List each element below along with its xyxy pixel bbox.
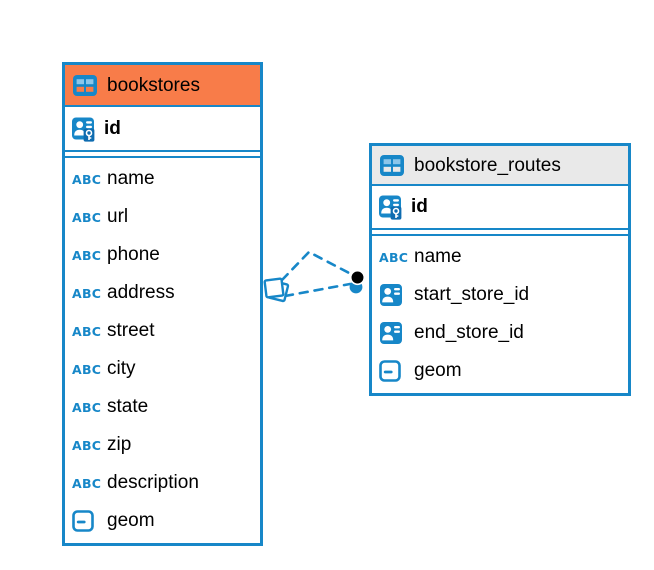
relationship-target-marker[interactable]: [349, 269, 366, 294]
reference-type-icon: [380, 284, 402, 306]
relationship-line-start-store[interactable]: [280, 250, 353, 282]
varchar-type-icon: ABC: [72, 323, 102, 339]
column-row-url[interactable]: ABC url: [65, 198, 260, 236]
column-label: city: [107, 358, 136, 379]
column-label: description: [107, 472, 199, 493]
column-row-state[interactable]: ABC state: [65, 388, 260, 426]
column-row-end-store-id[interactable]: end_store_id: [372, 314, 628, 352]
primary-key-icon: [379, 195, 402, 220]
column-row-description[interactable]: ABC description: [65, 464, 260, 502]
varchar-type-icon: ABC: [72, 171, 102, 187]
varchar-type-icon: ABC: [72, 475, 102, 491]
table-name: bookstore_routes: [414, 154, 561, 176]
column-row-geom[interactable]: geom: [372, 352, 628, 390]
table-icon: [73, 74, 97, 96]
varchar-type-icon: ABC: [72, 285, 102, 301]
primary-key-icon: [72, 117, 95, 142]
reference-type-icon: [380, 322, 402, 344]
column-label: name: [414, 246, 462, 267]
pk-row[interactable]: id: [372, 186, 628, 230]
column-label: geom: [414, 360, 462, 381]
column-label: url: [107, 206, 129, 227]
column-row-start-store-id[interactable]: start_store_id: [372, 276, 628, 314]
column-row-zip[interactable]: ABC zip: [65, 426, 260, 464]
column-label: geom: [107, 510, 155, 531]
varchar-type-icon: ABC: [72, 247, 102, 263]
varchar-type-icon: ABC: [72, 209, 102, 225]
column-label: zip: [107, 434, 132, 455]
relationship-line-end-store[interactable]: [283, 282, 352, 298]
table-bookstore-routes[interactable]: bookstore_routes id ABC name: [369, 143, 631, 396]
column-label: end_store_id: [414, 322, 524, 343]
column-row-city[interactable]: ABC city: [65, 350, 260, 388]
pk-name: id: [411, 196, 428, 217]
varchar-type-icon: ABC: [72, 399, 102, 415]
varchar-type-icon: ABC: [72, 437, 102, 453]
pk-name: id: [104, 117, 121, 139]
table-bookstores-header[interactable]: bookstores: [65, 65, 260, 107]
table-name: bookstores: [107, 74, 200, 96]
column-label: street: [107, 320, 155, 341]
column-row-name[interactable]: ABC name: [65, 160, 260, 198]
pk-row[interactable]: id: [65, 107, 260, 152]
varchar-type-icon: ABC: [72, 361, 102, 377]
varchar-type-icon: ABC: [379, 249, 409, 265]
column-label: name: [107, 168, 155, 189]
geometry-type-icon: [379, 360, 401, 382]
section-divider: [372, 230, 628, 236]
column-label: address: [107, 282, 175, 303]
column-row-street[interactable]: ABC street: [65, 312, 260, 350]
column-row-geom[interactable]: geom: [65, 502, 260, 540]
column-label: state: [107, 396, 149, 417]
table-icon: [380, 154, 404, 176]
column-row-phone[interactable]: ABC phone: [65, 236, 260, 274]
column-label: phone: [107, 244, 160, 265]
column-label: start_store_id: [414, 284, 530, 305]
table-bookstores[interactable]: bookstores id ABC name ABC url: [62, 62, 263, 546]
column-row-name[interactable]: ABC name: [372, 238, 628, 276]
geometry-type-icon: [72, 510, 94, 532]
column-row-address[interactable]: ABC address: [65, 274, 260, 312]
section-divider: [65, 152, 260, 158]
table-bookstore-routes-header[interactable]: bookstore_routes: [372, 146, 628, 186]
relationship-source-marker[interactable]: [263, 277, 290, 303]
